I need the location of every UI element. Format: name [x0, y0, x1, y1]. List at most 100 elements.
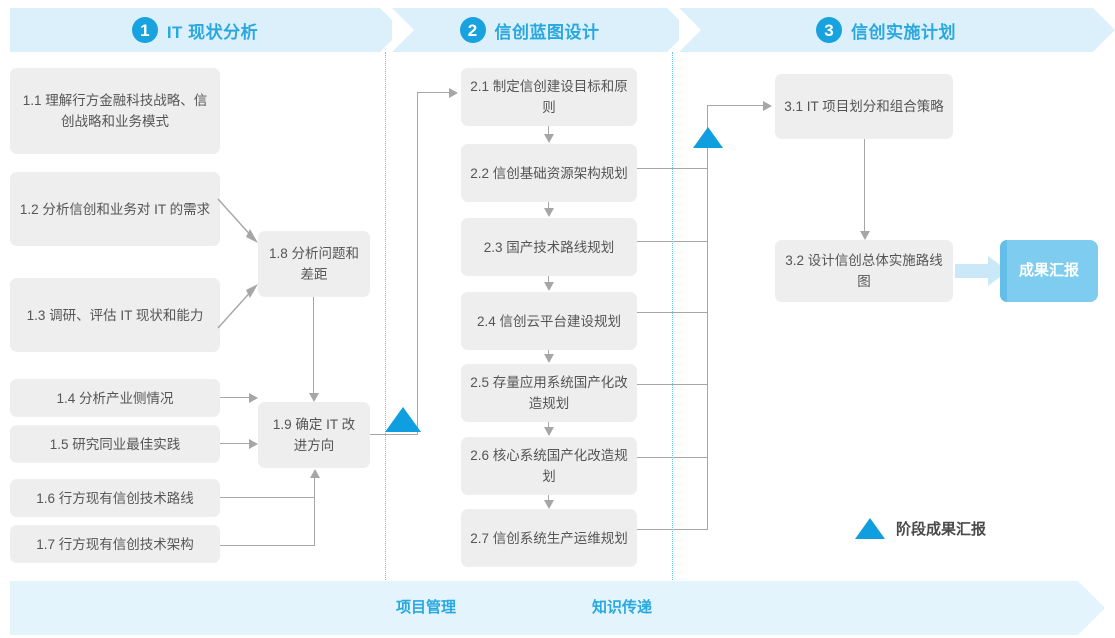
phase-divider-2-3	[672, 52, 673, 592]
task-label: 2.6 核心系统国产化改造规划	[470, 448, 628, 484]
task-label: 1.4 分析产业侧情况	[56, 390, 174, 406]
task-label: 1.1 理解行方金融科技战略、信创战略和业务模式	[22, 93, 208, 129]
arrowhead-down-icon	[544, 134, 554, 143]
task-label: 2.3 国产技术路线规划	[483, 239, 615, 255]
connector-2-2-to-2-3	[548, 202, 550, 210]
footer-label-project-management: 项目管理	[396, 599, 457, 616]
task-label: 1.9 确定 IT 改进方向	[272, 417, 356, 453]
arrowhead-right-icon	[449, 88, 458, 98]
connector-2-4-to-2-5	[548, 350, 550, 356]
banner-notch-icon	[679, 8, 701, 52]
arrowhead-down-icon	[544, 282, 554, 291]
task-box-2-4[interactable]: 2.4 信创云平台建设规划	[461, 292, 637, 350]
phase-title: 信创蓝图设计	[494, 22, 600, 42]
phase-banner-2: 2 信创蓝图设计	[392, 8, 689, 52]
task-box-1-8[interactable]: 1.8 分析问题和差距	[258, 231, 370, 297]
banner-notch-icon	[392, 8, 414, 52]
connector-2-5-to-2-6	[548, 422, 550, 429]
task-box-1-6[interactable]: 1.6 行方现有信创技术路线	[10, 479, 220, 517]
arrowhead-down-icon	[309, 393, 319, 402]
phase-banner-1: 1 IT 现状分析	[10, 8, 402, 52]
phase-number-badge: 3	[816, 17, 842, 43]
arrowhead-right-icon	[249, 393, 258, 403]
phase-divider-1-2	[385, 52, 386, 592]
arrowhead-down-icon	[544, 208, 554, 217]
connector-1-3-to-1-8	[217, 284, 258, 329]
deliverable-label: 成果汇报	[1018, 262, 1079, 279]
phase-banner-3: 3 信创实施计划	[679, 8, 1115, 52]
collector-stub-2-5	[637, 384, 708, 386]
connector-into-2-1	[417, 92, 450, 94]
connector-riser-1-6-1-7	[314, 478, 316, 546]
task-box-3-1[interactable]: 3.1 IT 项目划分和组合策略	[775, 74, 953, 139]
task-box-2-1[interactable]: 2.1 制定信创建设目标和原则	[461, 68, 637, 126]
connector-2-1-to-2-2	[548, 126, 550, 136]
task-box-2-6[interactable]: 2.6 核心系统国产化改造规划	[461, 437, 637, 495]
task-box-1-2[interactable]: 1.2 分析信创和业务对 IT 的需求	[10, 172, 220, 246]
task-box-2-2[interactable]: 2.2 信创基础资源架构规划	[461, 144, 637, 202]
footer-chevron-icon	[1078, 581, 1105, 635]
task-box-2-3[interactable]: 2.3 国产技术路线规划	[461, 218, 637, 276]
task-box-2-7[interactable]: 2.7 信创系统生产运维规划	[461, 509, 637, 567]
arrowhead-down-icon	[544, 427, 554, 436]
task-label: 1.3 调研、评估 IT 现状和能力	[26, 307, 204, 323]
collector-stub-2-3	[637, 241, 708, 243]
collector-stub-2-6	[637, 457, 708, 459]
connector-1-9-riser	[417, 92, 419, 435]
connector-1-7-out	[220, 545, 315, 547]
arrowhead-up-icon	[310, 469, 320, 478]
connector-2-3-to-2-4	[548, 276, 550, 284]
task-label: 1.2 分析信创和业务对 IT 的需求	[19, 201, 211, 217]
phase-number-badge: 2	[459, 17, 486, 43]
task-box-1-7[interactable]: 1.7 行方现有信创技术架构	[10, 525, 220, 563]
task-box-3-2[interactable]: 3.2 设计信创总体实施路线图	[775, 240, 953, 302]
arrowhead-right-icon	[249, 439, 258, 449]
task-box-1-5[interactable]: 1.5 研究同业最佳实践	[10, 425, 220, 463]
connector-3-1-to-3-2	[864, 139, 866, 232]
task-label: 1.8 分析问题和差距	[268, 246, 360, 282]
task-label: 1.5 研究同业最佳实践	[49, 436, 181, 452]
task-box-1-9[interactable]: 1.9 确定 IT 改进方向	[258, 402, 370, 468]
footer-label-knowledge-transfer: 知识传递	[592, 599, 653, 616]
task-box-1-4[interactable]: 1.4 分析产业侧情况	[10, 379, 220, 417]
collector-stub-2-4	[637, 312, 708, 314]
task-box-1-1[interactable]: 1.1 理解行方金融科技战略、信创战略和业务模式	[10, 68, 220, 154]
task-label: 2.1 制定信创建设目标和原则	[470, 79, 628, 115]
arrowhead-down-icon	[860, 231, 870, 240]
collector-stub-2-2	[637, 168, 708, 170]
task-label: 2.5 存量应用系统国产化改造规划	[470, 375, 628, 411]
collector-spine-phase2	[707, 105, 709, 530]
phase-title: 信创实施计划	[851, 22, 956, 42]
task-box-2-5[interactable]: 2.5 存量应用系统国产化改造规划	[461, 364, 637, 422]
connector-1-2-to-1-8	[217, 198, 258, 243]
task-label: 3.1 IT 项目划分和组合策略	[784, 99, 944, 114]
arrowhead-down-icon	[544, 354, 554, 363]
deliverable-box[interactable]: 成果汇报	[1000, 240, 1098, 302]
milestone-triangle-phase2-icon	[693, 127, 723, 148]
arrowhead-right-icon	[763, 101, 772, 111]
connector-1-8-to-1-9	[313, 297, 315, 394]
task-label: 2.7 信创系统生产运维规划	[470, 530, 628, 546]
task-label: 2.2 信创基础资源架构规划	[470, 165, 628, 181]
banner-chevron-icon	[1093, 8, 1115, 52]
footer-band	[10, 581, 1105, 635]
connector-1-9-out	[370, 434, 418, 436]
phase-number-badge: 1	[131, 17, 158, 43]
connector-1-4-to-1-9	[220, 397, 250, 399]
task-label: 1.6 行方现有信创技术路线	[36, 490, 194, 506]
legend-label: 阶段成果汇报	[896, 521, 987, 538]
milestone-triangle-phase1-icon	[385, 407, 421, 432]
task-label: 2.4 信创云平台建设规划	[476, 313, 622, 329]
task-label: 1.7 行方现有信创技术架构	[36, 536, 194, 552]
collector-stub-2-7	[637, 529, 708, 531]
triangle-up-icon	[855, 518, 885, 539]
task-label: 3.2 设计信创总体实施路线图	[785, 253, 943, 289]
task-box-1-3[interactable]: 1.3 调研、评估 IT 现状和能力	[10, 278, 220, 352]
arrowhead-down-icon	[544, 500, 554, 509]
legend: 阶段成果汇报	[855, 518, 986, 539]
connector-1-5-to-1-9	[220, 443, 250, 445]
connector-2-6-to-2-7	[548, 495, 550, 501]
connector-1-6-out	[220, 497, 315, 499]
connector-into-3-1	[707, 105, 764, 107]
